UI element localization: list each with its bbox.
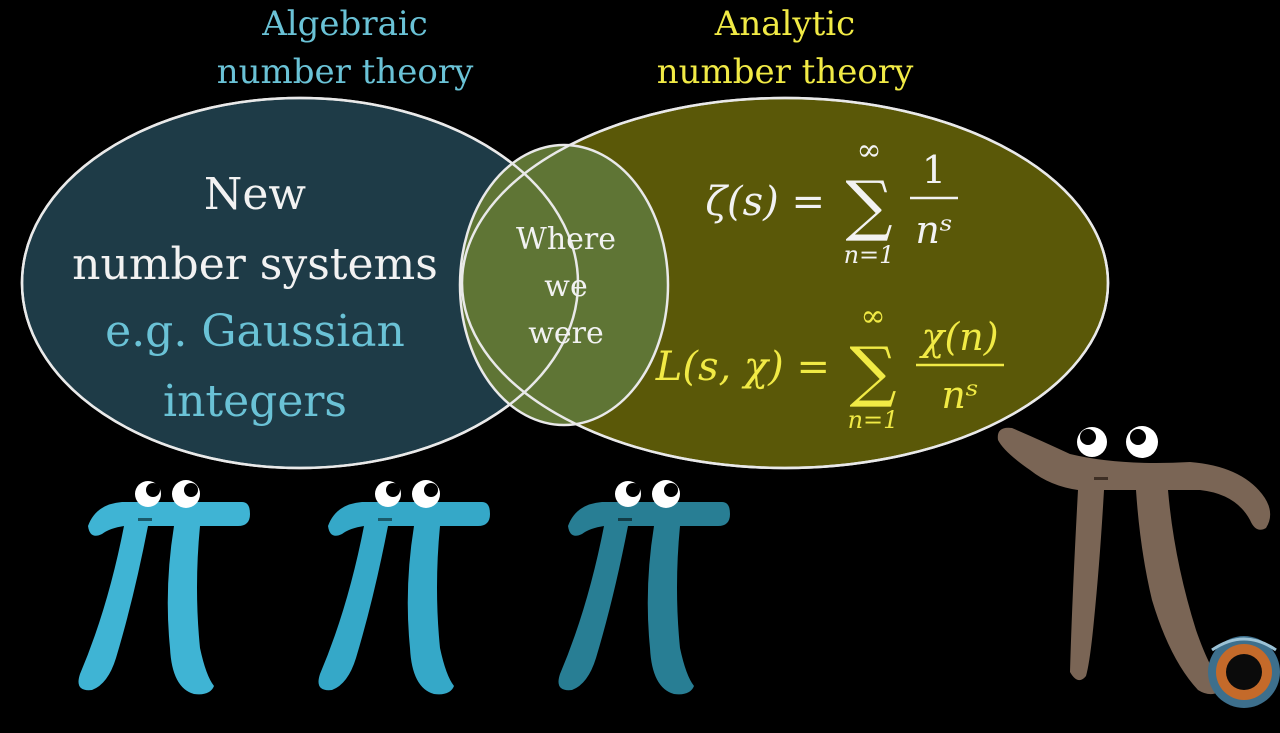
pi-creature-brown <box>997 426 1271 695</box>
gaussian-integers-line1: e.g. Gaussian <box>105 306 405 357</box>
where-we-were-text: Where we were <box>484 216 648 357</box>
algebraic-title-line2: number theory <box>216 52 474 92</box>
l-sum-symbol: ∑ <box>849 333 896 410</box>
analytic-title-line2: number theory <box>656 52 914 92</box>
new-number-systems-line1: New <box>203 169 307 220</box>
l-lhs: L(s, χ) = <box>655 344 830 390</box>
algebraic-outline <box>20 96 580 470</box>
where-we-were-line3: were <box>528 316 604 351</box>
pi-creature-eyes-icon <box>135 480 200 508</box>
algebraic-title-line1: Algebraic <box>262 4 428 44</box>
zeta-sum-bottom: n=1 <box>844 241 895 269</box>
zeta-sum-symbol: ∑ <box>845 167 892 244</box>
pi-creature-eyes-icon <box>615 480 680 508</box>
pi-creature-eyes-icon <box>375 480 440 508</box>
zeta-sum-top: ∞ <box>857 133 882 168</box>
zeta-lhs: ζ(s) = <box>705 179 825 225</box>
pi-creature-3 <box>558 480 730 695</box>
l-numerator: χ(n) <box>918 315 998 359</box>
pi-creature-2 <box>318 480 490 695</box>
eye-logo-icon <box>1208 636 1280 708</box>
new-number-systems-text: New number systems <box>50 160 460 300</box>
where-we-were-line1: Where <box>515 222 616 257</box>
zeta-formula: ζ(s) = ∞ ∑ n=1 1 nˢ <box>705 133 958 269</box>
zeta-numerator: 1 <box>922 148 946 192</box>
where-we-were-line2: we <box>544 269 588 304</box>
analytic-title-line1: Analytic <box>714 4 856 44</box>
zeta-denominator: nˢ <box>915 208 952 252</box>
pi-creature-eyes-icon <box>1077 426 1158 458</box>
analytic-outline <box>460 96 1110 470</box>
gaussian-integers-line2: integers <box>163 376 347 427</box>
where-we-were-circle <box>458 143 670 427</box>
l-sum-top: ∞ <box>861 299 886 334</box>
new-number-systems-line2: number systems <box>72 239 438 290</box>
l-sum-bottom: n=1 <box>848 406 899 434</box>
l-denominator: nˢ <box>941 373 978 417</box>
algebraic-title: Algebraic number theory <box>205 0 485 96</box>
l-function-formula: L(s, χ) = ∞ ∑ n=1 χ(n) nˢ <box>655 299 1004 434</box>
pi-creature-1 <box>78 480 250 695</box>
analytic-title: Analytic number theory <box>645 0 925 96</box>
gaussian-integers-text: e.g. Gaussian integers <box>50 297 460 437</box>
